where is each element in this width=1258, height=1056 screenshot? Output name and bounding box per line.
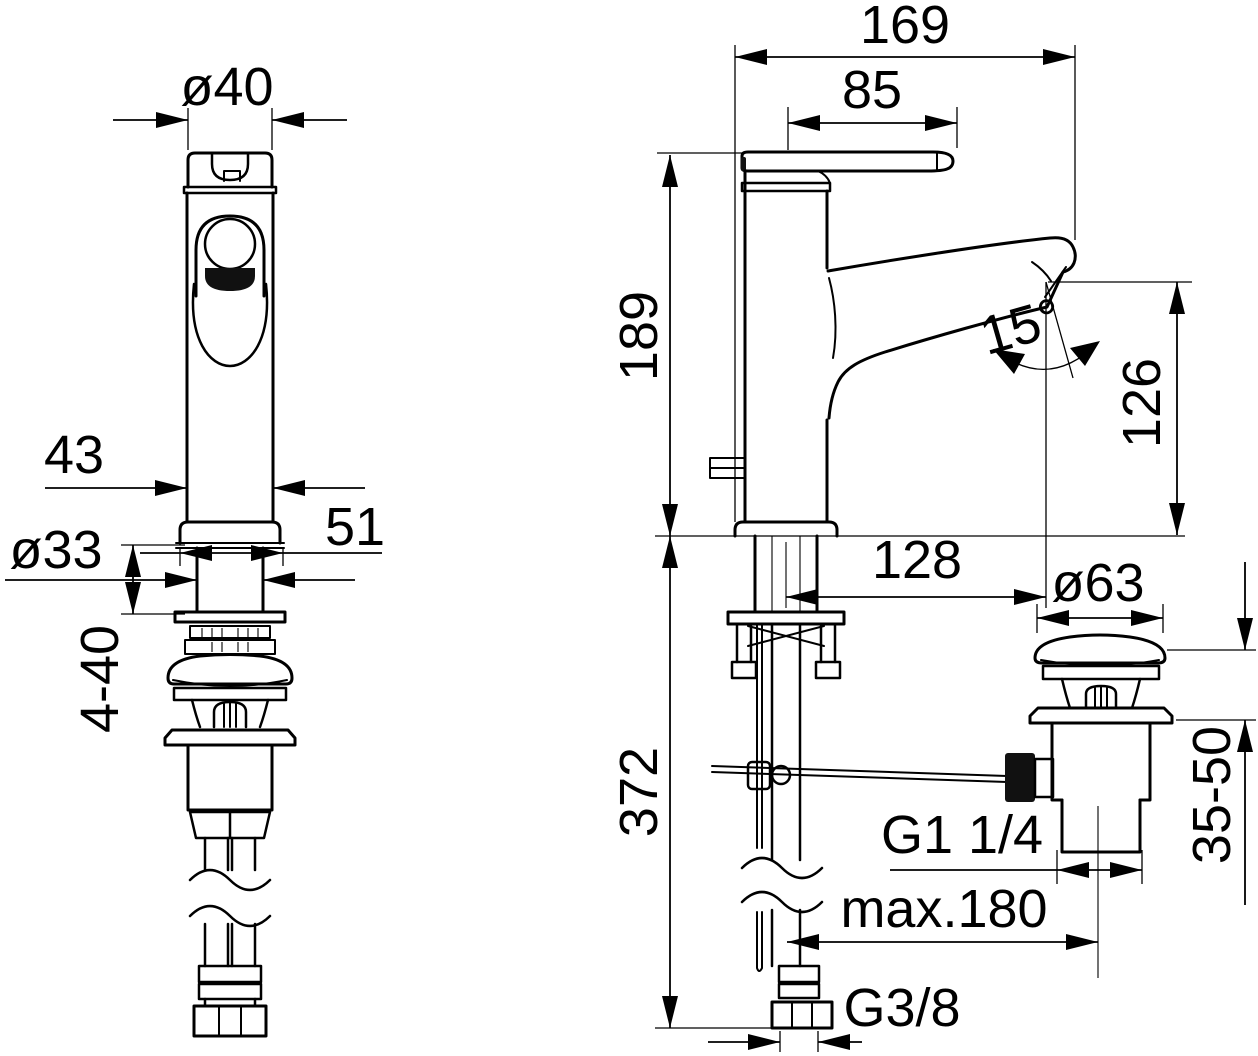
front-hose-nut: [192, 1004, 268, 1038]
angle-reference-line: [1045, 281, 1074, 379]
side-spout-root-curve: [828, 277, 837, 359]
side-tailpiece-tube: [770, 622, 802, 862]
dim-label-spout-angle: 15°: [974, 287, 1069, 367]
dim-label-total-height: 372: [609, 747, 669, 837]
side-drain: [1028, 633, 1174, 854]
break-line: [188, 904, 272, 928]
dim-label-total-depth: 169: [860, 0, 950, 55]
side-rod-pivot: [770, 764, 792, 786]
front-outlet-slot: [205, 268, 255, 291]
front-aerator-circle: [203, 217, 257, 271]
dim-label-spout-reach: 128: [872, 530, 962, 590]
side-drain-tail: [1060, 798, 1142, 854]
side-clamp-cross: [747, 625, 825, 647]
front-drain-cap: [166, 653, 294, 686]
side-mount-flange: [726, 610, 846, 626]
dim-label-rod-max-reach: max.180: [840, 879, 1047, 939]
front-handle-tab: [223, 170, 241, 182]
break-line: [740, 890, 824, 914]
side-hose-nut: [770, 1000, 834, 1030]
side-popup-rod: [756, 623, 763, 849]
front-base: [178, 520, 282, 545]
dim-label-drain-thread: G1 1/4: [881, 805, 1043, 865]
dim-label-outlet-height: 126: [1112, 358, 1172, 448]
front-handle-notch: [210, 151, 250, 182]
side-drain-flange: [1028, 706, 1174, 725]
front-drain-body: [186, 743, 274, 812]
dimensions-side: 169 85 189 372 126 15° 128 ø63: [609, 0, 1256, 1052]
side-view: [709, 150, 1174, 1030]
front-drain: [163, 625, 297, 840]
side-drain-body: [1050, 721, 1152, 802]
side-drain-cap: [1033, 633, 1167, 665]
side-drain-washer: [1041, 664, 1161, 681]
dim-label-drain-height-range: 35-50: [1182, 726, 1242, 864]
dimensions-front: ø40 43 51 ø33 4-40: [5, 57, 385, 733]
dim-label-body-height: 189: [609, 291, 669, 381]
front-base-lip: [175, 542, 285, 549]
front-mount-flange: [173, 610, 287, 624]
side-cap-ring: [740, 181, 832, 193]
dim-label-supply-thread: G3/8: [843, 978, 960, 1038]
front-spout-horseshoe: [194, 214, 266, 298]
side-spout: [826, 236, 1077, 420]
break-line: [740, 856, 824, 880]
dim-label-deck-thickness: 4-40: [70, 625, 130, 733]
side-rod-clamp: [746, 760, 772, 791]
side-rod-socket: [1005, 753, 1035, 802]
front-handle-cap: [186, 151, 274, 189]
side-clamp-legs: [735, 622, 837, 664]
side-base: [733, 520, 839, 538]
dim-label-top-diameter: ø40: [180, 57, 273, 117]
dim-label-handle-length: 85: [842, 60, 902, 120]
front-drain-flange: [163, 728, 297, 747]
dim-label-shank-diameter: ø33: [9, 520, 102, 580]
break-line: [188, 868, 272, 892]
dim-label-base-width: 51: [325, 497, 385, 557]
front-body: [185, 191, 275, 524]
side-lever-rod: [711, 765, 1008, 783]
dim-label-drain-cap-diameter: ø63: [1051, 553, 1144, 613]
front-cap-ring: [182, 185, 278, 195]
front-drain-washer: [172, 686, 288, 702]
side-handle-index-dot: [741, 157, 746, 171]
side-fixation-tab: [709, 457, 746, 479]
front-supply-hoses: [188, 836, 272, 1038]
dim-label-body-width: 43: [44, 425, 104, 485]
front-view: [163, 151, 297, 1038]
front-spout-bowl: [191, 282, 269, 368]
front-drain-nut: [188, 810, 272, 840]
side-body: [743, 169, 829, 524]
side-handle-lever: [740, 150, 955, 173]
